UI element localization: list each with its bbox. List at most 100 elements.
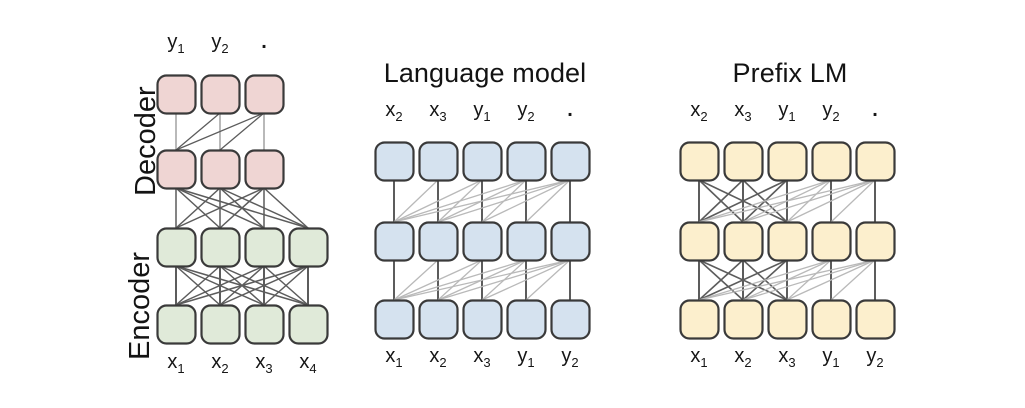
encoder-decoder-decoder-bottom-cell-2 xyxy=(244,149,285,190)
prefix-lm-prefix-row-2-cell-1 xyxy=(723,221,764,262)
token-base: y xyxy=(778,99,789,121)
token-subscript: 3 xyxy=(788,355,796,370)
connection-line xyxy=(437,259,571,301)
language-model-lm-row-1-cell-3 xyxy=(506,299,547,340)
encoder-decoder-encoder-bottom-cell-1 xyxy=(200,304,241,345)
token-base: x xyxy=(778,345,789,367)
token-subscript: 2 xyxy=(221,361,229,376)
token-subscript: 3 xyxy=(744,109,752,124)
token-base: . xyxy=(872,99,878,121)
encoder-decoder-bottom-token-1: x2 xyxy=(190,351,250,375)
encoder-decoder-decoder-top-cell-1 xyxy=(200,74,241,115)
prefix-lm-title: Prefix LM xyxy=(732,58,848,88)
prefix-lm-bottom-token-2: x3 xyxy=(757,345,817,369)
token-subscript: 2 xyxy=(571,355,579,370)
prefix-lm-prefix-row-2-cell-4 xyxy=(855,221,896,262)
language-model-lm-row-3-cell-1 xyxy=(418,141,459,182)
side-label-encoder: Encoder xyxy=(124,251,156,360)
language-model-bottom-token-2: x3 xyxy=(452,346,512,369)
token-subscript: 3 xyxy=(265,361,273,376)
prefix-lm-prefix-row-1-cell-0 xyxy=(679,299,720,340)
token-subscript: 1 xyxy=(700,355,708,370)
token-subscript: 4 xyxy=(309,361,317,376)
connection-line xyxy=(175,112,265,151)
connection-line xyxy=(698,179,788,223)
token-base: x xyxy=(255,351,266,373)
connection-line xyxy=(698,259,876,301)
token-subscript: 2 xyxy=(700,109,708,124)
encoder-decoder-encoder-top-cell-2 xyxy=(244,227,285,268)
prefix-lm-prefix-row-2-cell-3 xyxy=(811,221,852,262)
token-base: y xyxy=(473,99,484,121)
token-subscript: 1 xyxy=(177,41,185,56)
language-model-top-token-4: . xyxy=(540,100,600,120)
connection-line xyxy=(786,179,876,223)
connection-line xyxy=(393,259,439,301)
connection-line xyxy=(175,187,265,229)
language-model-bottom-token-4: y2 xyxy=(540,345,600,369)
language-model-lm-row-1-cell-0 xyxy=(374,299,415,340)
connection-line xyxy=(175,265,265,306)
connection-line xyxy=(175,187,221,229)
connection-line xyxy=(219,112,265,151)
prefix-lm-bottom-token-1: x2 xyxy=(713,345,773,369)
token-base: x xyxy=(385,345,396,367)
token-subscript: 1 xyxy=(527,355,535,370)
token-base: y xyxy=(517,345,528,367)
token-subscript: 1 xyxy=(483,109,491,124)
encoder-decoder-decoder-top-cell-0 xyxy=(156,74,197,115)
language-model-top-token-1: x3 xyxy=(408,99,468,123)
connection-line xyxy=(175,112,221,151)
connection-line xyxy=(263,265,309,306)
prefix-lm-top-token-4: . xyxy=(845,100,905,120)
connection-line xyxy=(263,187,309,229)
token-subscript: 3 xyxy=(439,109,447,124)
connection-line xyxy=(393,259,571,301)
token-base: x xyxy=(734,99,745,121)
token-base: y xyxy=(561,345,572,367)
encoder-decoder-bottom-token-3: x4 xyxy=(278,351,338,375)
prefix-lm-bottom-token-0: x1 xyxy=(669,346,729,369)
token-base: x xyxy=(211,351,222,373)
connection-line xyxy=(742,179,876,223)
connection-line xyxy=(698,179,832,223)
token-base: x xyxy=(429,99,440,121)
connection-line xyxy=(175,265,309,306)
language-model-bottom-token-0: x1 xyxy=(364,345,424,369)
language-model-lm-row-2-cell-1 xyxy=(418,221,459,262)
token-subscript: 2 xyxy=(876,355,884,370)
connection-line xyxy=(698,179,876,223)
connection-line xyxy=(830,259,876,301)
language-model-lm-row-1-cell-1 xyxy=(418,299,459,340)
token-subscript: 2 xyxy=(439,355,447,370)
connection-line xyxy=(698,259,832,301)
token-base: x xyxy=(299,351,310,373)
prefix-lm-prefix-row-3-cell-2 xyxy=(767,141,808,182)
prefix-lm-prefix-row-1-cell-3 xyxy=(811,299,852,340)
encoder-decoder-top-token-1: y2 xyxy=(190,32,250,55)
token-subscript: 2 xyxy=(395,109,403,124)
prefix-lm-prefix-row-1-cell-4 xyxy=(855,299,896,340)
encoder-decoder-bottom-token-0: x1 xyxy=(146,352,206,375)
token-base: x xyxy=(734,345,745,367)
token-base: x xyxy=(690,99,701,121)
connection-line xyxy=(175,265,221,306)
token-subscript: 3 xyxy=(483,355,491,370)
prefix-lm-bottom-token-3: y1 xyxy=(801,346,861,369)
connection-line xyxy=(393,259,527,301)
prefix-lm-prefix-row-2-cell-2 xyxy=(767,221,808,262)
prefix-lm-prefix-row-1-cell-1 xyxy=(723,299,764,340)
token-subscript: 2 xyxy=(221,41,229,56)
token-subscript: 2 xyxy=(527,109,535,124)
language-model-top-token-3: y2 xyxy=(496,99,556,123)
language-model-lm-row-1-cell-4 xyxy=(550,299,591,340)
token-subscript: 1 xyxy=(788,109,796,124)
language-model-lm-row-3-cell-2 xyxy=(462,141,503,182)
connection-line xyxy=(393,179,439,223)
token-subscript: 1 xyxy=(395,355,403,370)
language-model-lm-row-3-cell-4 xyxy=(550,141,591,182)
language-model-lm-row-3-cell-0 xyxy=(374,141,415,182)
language-model-top-token-2: y1 xyxy=(452,99,512,123)
token-base: y xyxy=(517,99,528,121)
token-subscript: 1 xyxy=(832,355,840,370)
